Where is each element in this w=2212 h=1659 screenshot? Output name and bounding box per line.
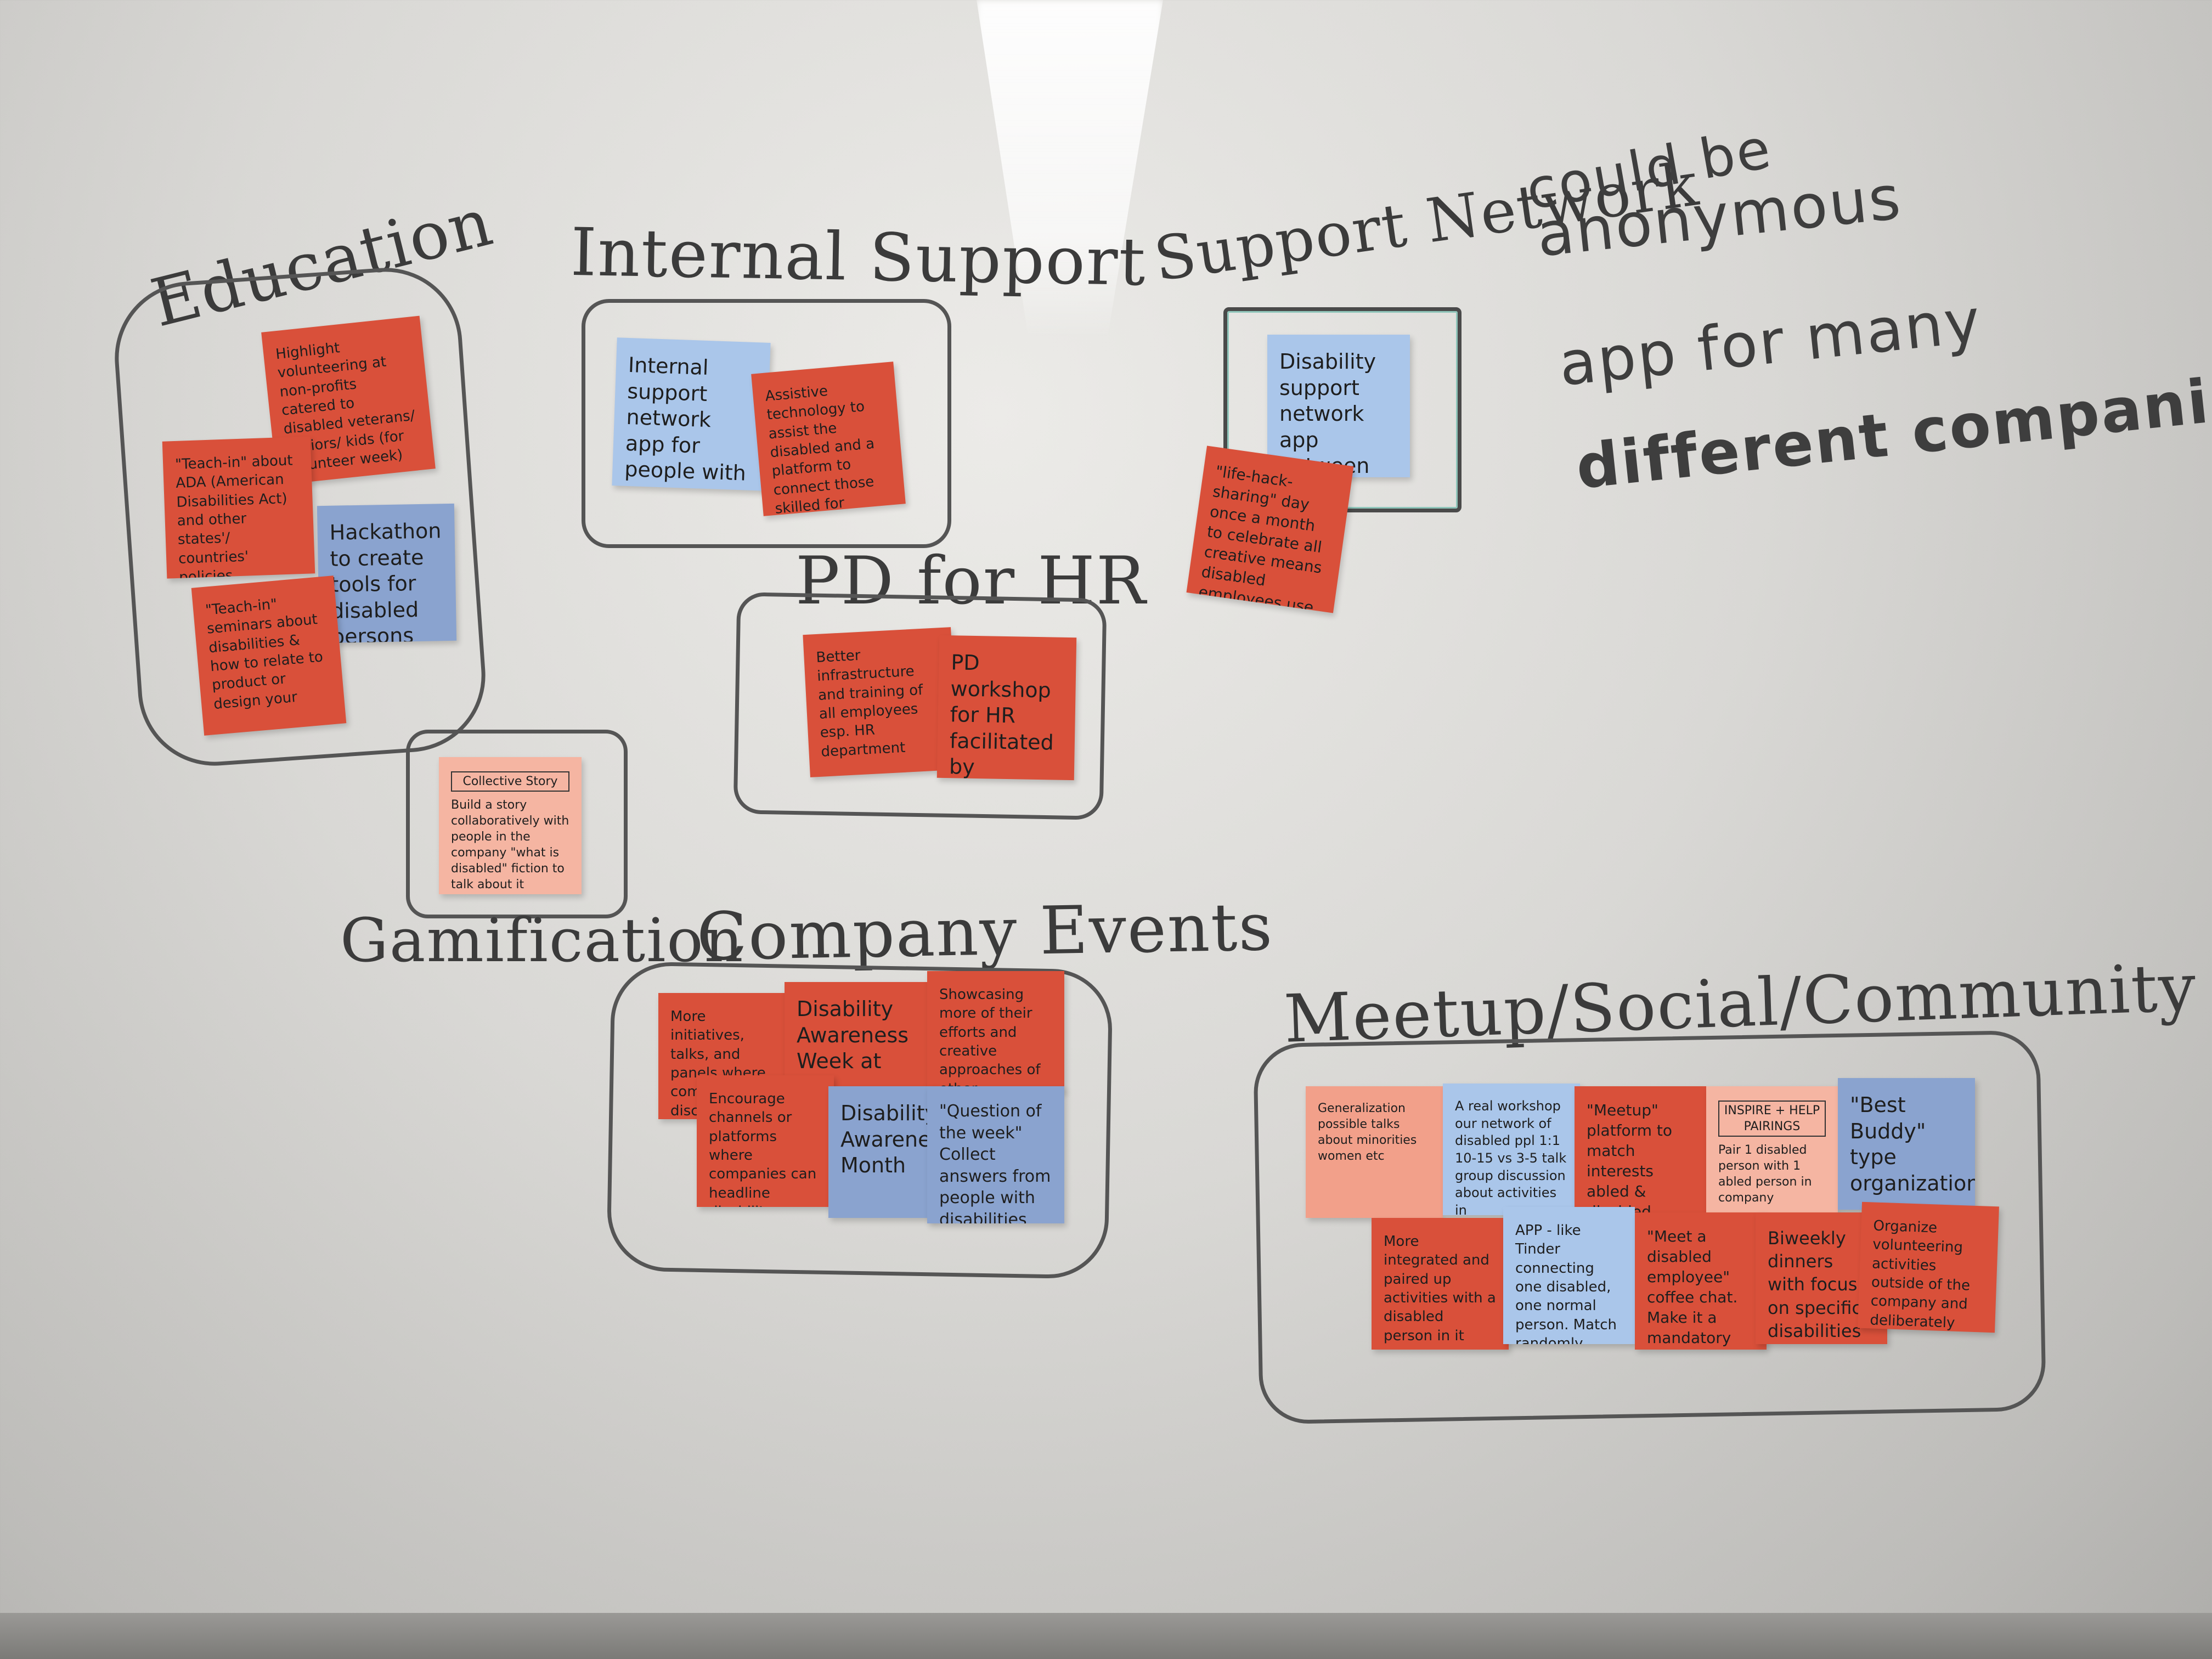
note-body: Build a story collaboratively with peopl… — [451, 798, 569, 892]
sticky-note: "Meet a disabled employee" coffee chat. … — [1635, 1212, 1767, 1350]
sticky-note: "life-hack-sharing" day once a month to … — [1186, 445, 1354, 613]
sticky-note: Assistive technology to assist the disab… — [751, 362, 906, 516]
sticky-note: "Teach-in" about ADA (American Disabilit… — [162, 436, 315, 579]
sticky-note: A real workshop our network of disabled … — [1443, 1084, 1580, 1215]
sticky-note: Hackathon to create tools for disabled p… — [317, 503, 457, 644]
sticky-note: INSPIRE + HELP PAIRINGS Pair 1 disabled … — [1706, 1086, 1838, 1218]
annotation-app-for-many: app for many — [1555, 285, 1985, 400]
sticky-note: Disability support network app between o… — [1267, 335, 1410, 477]
sticky-note: "Meetup" platform to match interests abl… — [1575, 1086, 1706, 1218]
frame-internal-support — [582, 299, 951, 548]
sticky-note: Generalization possible talks about mino… — [1306, 1086, 1443, 1218]
sticky-note: "Question of the week" Collect answers f… — [927, 1086, 1064, 1223]
sticky-note: Organize volunteering activities outside… — [1858, 1201, 1999, 1333]
sticky-note: Better infrastructure and training of al… — [803, 627, 958, 777]
note-body: Pair 1 disabled person with 1 abled pers… — [1718, 1143, 1812, 1205]
sticky-note: Encourage channels or platforms where co… — [697, 1075, 834, 1207]
sticky-note: "Teach-in" seminars about disabilities &… — [191, 575, 347, 736]
sticky-note: Internal support network app for people … — [612, 337, 771, 491]
heading-company-events: Company Events — [696, 889, 1274, 976]
heading-gamification: Gamification — [340, 905, 744, 975]
sticky-note: Showcasing more of their efforts and cre… — [927, 971, 1064, 1092]
sticky-note: APP - like Tinder connecting one disable… — [1503, 1207, 1635, 1344]
sticky-note: Disability Awareness Month — [828, 1086, 938, 1218]
sticky-note: Collective Story Build a story collabora… — [439, 757, 582, 894]
frame-gamification — [406, 730, 628, 918]
note-title: Collective Story — [451, 771, 569, 792]
sticky-note: More integrated and paired up activities… — [1372, 1218, 1509, 1350]
sticky-note: PD workshop for HR facilitated by disabl… — [936, 635, 1077, 781]
whiteboard-bottom-edge — [0, 1613, 2212, 1659]
sticky-note: "Best Buddy" type organization — [1838, 1078, 1975, 1210]
heading-internal-support: Internal Support — [569, 214, 1147, 301]
note-title: INSPIRE + HELP PAIRINGS — [1718, 1101, 1826, 1137]
heading-pd-for-hr: PD for HR — [795, 543, 1147, 619]
